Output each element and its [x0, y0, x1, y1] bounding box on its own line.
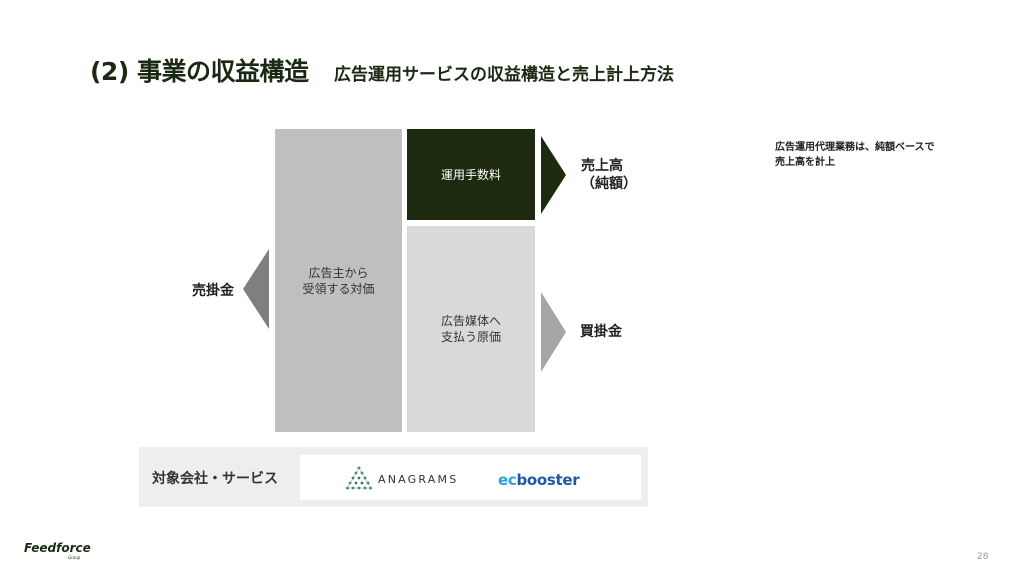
feedforce-logo: Feedforce	[24, 541, 91, 555]
media-cost-block: 広告媒体へ 支払う原価	[407, 226, 535, 432]
anagrams-logo-text: ANAGRAMS	[378, 473, 459, 486]
accounting-note: 広告運用代理業務は、純額ベースで 売上高を計上	[775, 142, 935, 168]
page-number: 28	[977, 552, 989, 562]
media-cost-label: 広告媒体へ 支払う原価	[440, 314, 501, 344]
page-title: (2) 事業の収益構造	[90, 57, 309, 86]
revenue-received-block: 広告主から 受領する対価	[275, 129, 402, 432]
logo-panel	[300, 455, 641, 500]
operation-fee-block: 運用手数料	[407, 129, 535, 220]
services-label: 対象会社・サービス	[152, 471, 278, 487]
net-sales-label: 売上高 （純額）	[581, 158, 637, 192]
ecbooster-logo-prefix: ec	[498, 471, 517, 489]
anagrams-logo-icon	[346, 466, 372, 490]
accounts-payable-label: 買掛金	[580, 324, 622, 340]
right-arrow-top-icon	[541, 136, 566, 214]
page-subtitle: 広告運用サービスの収益構造と売上計上方法	[334, 65, 674, 85]
operation-fee-label: 運用手数料	[440, 167, 501, 182]
ecbooster-logo-suffix: booster	[516, 471, 580, 489]
accounts-receivable-label: 売掛金	[192, 283, 234, 299]
revenue-received-label: 広告主から 受領する対価	[302, 265, 375, 296]
left-arrow-icon	[243, 249, 269, 329]
ecbooster-logo: ecbooster	[498, 471, 580, 489]
right-arrow-bottom-icon	[541, 292, 566, 372]
feedforce-logo-group: Group	[68, 555, 81, 560]
